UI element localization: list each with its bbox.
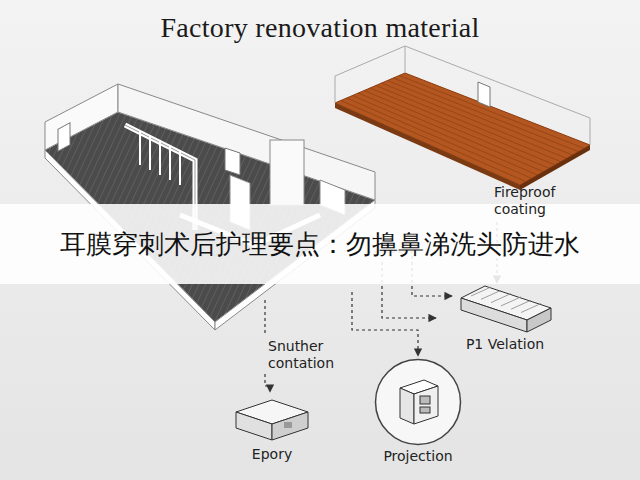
wood-edge bbox=[335, 103, 520, 190]
door bbox=[225, 148, 240, 175]
plank-lines bbox=[341, 76, 584, 182]
node-label: P1 Velation bbox=[466, 336, 544, 352]
icon-circle: Projection bbox=[372, 358, 464, 464]
glass-railing bbox=[405, 46, 406, 73]
wall bbox=[45, 84, 118, 150]
glass-railing bbox=[335, 46, 590, 145]
title: Factory renovation material bbox=[160, 12, 479, 44]
part-label: Fireproof coating bbox=[494, 184, 584, 218]
door bbox=[58, 123, 70, 151]
node-label: Projection bbox=[383, 448, 452, 464]
cabinet bbox=[270, 140, 304, 205]
material-icon: P1 Velation bbox=[455, 282, 555, 352]
wood-edge bbox=[520, 145, 590, 190]
icon bbox=[232, 394, 312, 444]
overlay-text: 耳膜穿刺术后护理要点：勿擤鼻涕洗头防进水 bbox=[60, 227, 580, 262]
railing bbox=[140, 130, 180, 185]
icon bbox=[455, 282, 555, 334]
icon bbox=[372, 358, 464, 446]
material-icon: Epory bbox=[232, 394, 312, 462]
node-label: Epory bbox=[252, 446, 292, 462]
part-label: Snuther contation bbox=[268, 338, 368, 372]
door bbox=[478, 82, 490, 107]
